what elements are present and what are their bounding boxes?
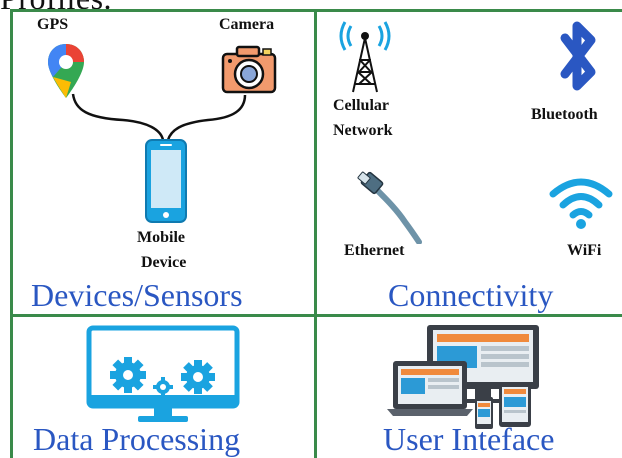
frame-top xyxy=(10,9,622,12)
frame-left xyxy=(10,9,13,458)
wifi-label: WiFi xyxy=(567,242,602,259)
cell-tower-icon xyxy=(339,21,391,93)
camera-label: Camera xyxy=(219,16,275,33)
multi-device-icon xyxy=(387,325,539,429)
cellular-label-line1: Cellular xyxy=(333,97,389,114)
frame-middle-horizontal xyxy=(10,314,622,317)
mobile-phone-icon xyxy=(145,139,187,223)
ethernet-label: Ethernet xyxy=(344,242,405,259)
top-text: Profiles. xyxy=(0,0,112,17)
gps-label: GPS xyxy=(37,16,69,33)
panel-connectivity: Cellular Network Bluetooth Ethernet WiFi… xyxy=(317,12,622,314)
connection-wires xyxy=(71,93,247,141)
mobile-device-label-line1: Mobile xyxy=(137,229,185,246)
gps-pin-icon xyxy=(48,44,84,98)
caption-devices-sensors: Devices/Sensors xyxy=(31,277,243,313)
caption-connectivity: Connectivity xyxy=(388,277,554,313)
cellular-label-line2: Network xyxy=(333,122,393,139)
mobile-device-label-line2: Device xyxy=(141,254,187,271)
monitor-gears-icon xyxy=(86,325,240,422)
wifi-icon xyxy=(549,178,613,229)
panel-data-processing: Data Processing xyxy=(13,317,314,458)
bluetooth-icon xyxy=(560,21,596,91)
caption-user-interface: User Inteface xyxy=(383,421,555,457)
camera-icon xyxy=(221,45,277,94)
bluetooth-label: Bluetooth xyxy=(531,106,598,123)
caption-data-processing: Data Processing xyxy=(33,421,241,457)
panel-user-interface: User Inteface xyxy=(317,317,622,458)
panel-devices-sensors: GPS Camera xyxy=(13,12,314,314)
diagram-grid: GPS Camera xyxy=(10,9,622,458)
ethernet-cable-icon xyxy=(357,171,422,244)
frame-middle xyxy=(314,9,317,458)
